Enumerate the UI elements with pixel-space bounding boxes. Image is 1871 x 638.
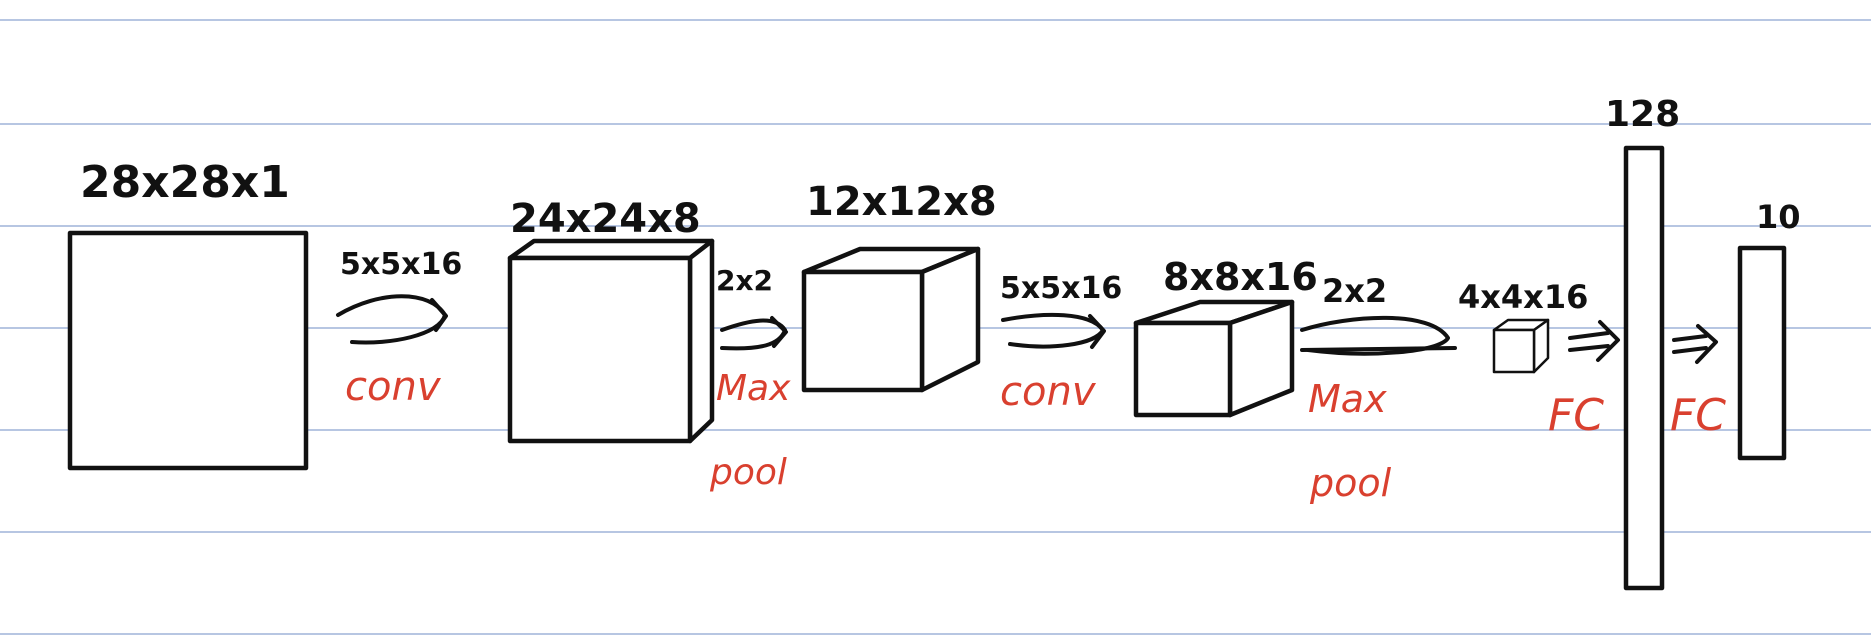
fc2-op-label: FC xyxy=(1670,390,1726,441)
input-layer: 28x28x1 xyxy=(67,157,309,471)
pool2-arrow-icon xyxy=(1300,315,1450,356)
conv2-arrow-icon xyxy=(1001,312,1105,349)
fc2-output-layer: 10 xyxy=(1737,198,1801,461)
conv1-arrow-icon xyxy=(336,294,447,345)
conv2-arrow-head-icon xyxy=(1088,314,1106,349)
fc1-vector-bar xyxy=(1623,145,1665,591)
fc2-output-size-label: 10 xyxy=(1756,198,1801,236)
conv2-box-side xyxy=(1227,299,1295,418)
conv2-operation: 5x5x16 conv xyxy=(1000,271,1122,415)
fc2-arrow-icon xyxy=(1672,334,1708,354)
pool2-cube-side xyxy=(1532,318,1550,374)
conv1-operation: 5x5x16 conv xyxy=(336,247,462,410)
pool2-op-label-line1: Max xyxy=(1308,377,1387,421)
pool1-arrow-head-icon xyxy=(770,316,788,348)
conv2-output-size-label: 8x8x16 xyxy=(1163,255,1318,299)
fc2-operation: FC xyxy=(1670,324,1726,441)
pool2-op-label-line2: pool xyxy=(1309,461,1392,505)
pool1-op-label-line2: pool xyxy=(709,452,787,493)
conv1-output-size-label: 24x24x8 xyxy=(510,196,701,242)
pool2-output-layer: 4x4x16 xyxy=(1458,278,1588,374)
fc1-arrow-head-icon xyxy=(1596,320,1620,362)
pool1-cube-front xyxy=(801,269,925,393)
conv1-kernel-label: 5x5x16 xyxy=(340,247,462,282)
paper-rules xyxy=(0,19,1871,635)
input-size-label: 28x28x1 xyxy=(80,157,290,208)
pool2-kernel-label: 2x2 xyxy=(1322,272,1387,310)
conv1-box-front xyxy=(507,255,693,444)
fc2-vector-bar xyxy=(1737,245,1787,461)
pool2-operation: 2x2 Max pool xyxy=(1300,272,1457,505)
fc1-output-layer: 128 xyxy=(1605,94,1680,591)
fc1-arrow-icon xyxy=(1568,331,1610,352)
pool1-cube-side xyxy=(919,246,981,393)
conv1-arrow-head-icon xyxy=(430,298,448,332)
conv1-box-top xyxy=(507,238,715,261)
conv2-kernel-label: 5x5x16 xyxy=(1000,271,1122,306)
fc2-arrow-head-icon xyxy=(1695,324,1718,364)
conv2-box-front xyxy=(1133,320,1233,418)
pool1-output-size-label: 12x12x8 xyxy=(806,179,997,225)
conv2-op-label: conv xyxy=(1000,369,1097,415)
conv1-box-side xyxy=(687,238,715,444)
fc1-output-size-label: 128 xyxy=(1605,94,1680,135)
conv1-output-layer: 24x24x8 xyxy=(507,196,715,444)
pool1-kernel-label: 2x2 xyxy=(716,264,773,297)
input-square xyxy=(67,230,309,471)
pool1-op-label-line1: Max xyxy=(716,368,791,409)
conv2-output-layer: 8x8x16 xyxy=(1133,255,1318,418)
pool2-cube-front xyxy=(1492,328,1536,374)
pool2-output-size-label: 4x4x16 xyxy=(1458,278,1588,316)
fc1-op-label: FC xyxy=(1548,390,1604,441)
fc1-operation: FC xyxy=(1548,320,1620,441)
pool2-arrow-line-icon xyxy=(1300,346,1457,352)
pool1-operation: 2x2 Max pool xyxy=(709,264,791,493)
pool1-output-layer: 12x12x8 xyxy=(801,179,997,393)
conv1-op-label: conv xyxy=(345,364,442,410)
